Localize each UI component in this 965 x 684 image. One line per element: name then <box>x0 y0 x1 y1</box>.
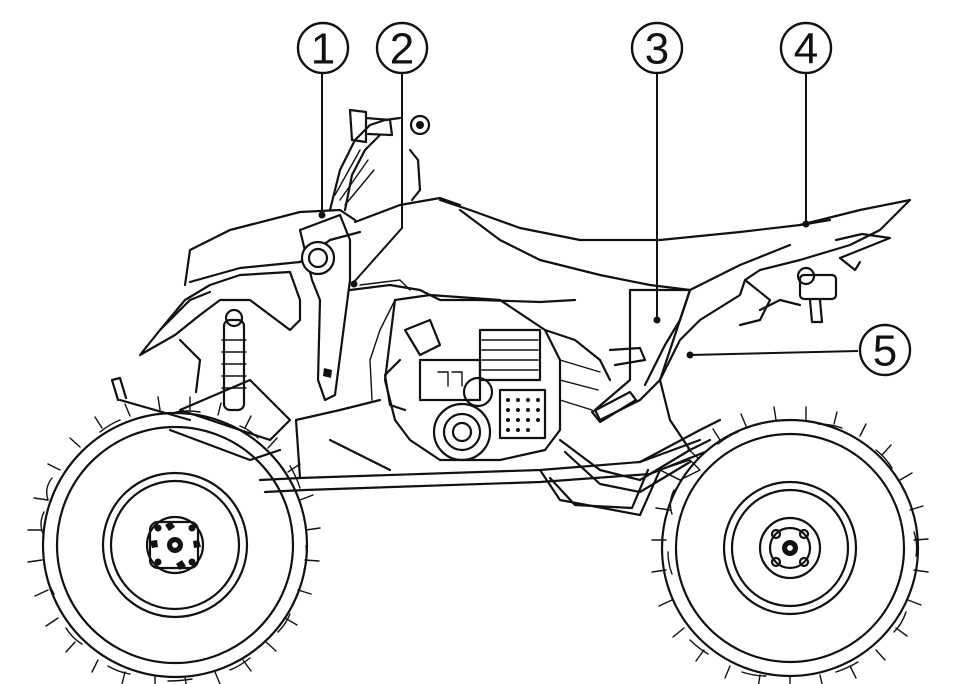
callout-3-circle <box>630 21 684 75</box>
rear-wheel <box>651 406 929 684</box>
rear-hub <box>768 526 812 570</box>
chassis-frame <box>258 398 722 517</box>
engine-grille <box>506 398 540 432</box>
rear-side-panel <box>590 288 692 424</box>
callout-2-label: 2 <box>390 25 414 74</box>
front-suspension <box>110 308 292 462</box>
callout-5: 5 <box>858 323 912 377</box>
callout-5-label: 5 <box>873 327 897 376</box>
front-fender <box>138 208 362 357</box>
rear-shock <box>558 378 712 494</box>
callout-4: 4 <box>779 21 833 75</box>
callout-1: 1 <box>296 21 350 75</box>
rear-tire-tread <box>651 406 929 684</box>
callout-2-circle <box>375 21 429 75</box>
front-wheel <box>27 396 321 684</box>
callout-1-circle <box>296 21 350 75</box>
callout-1-label: 1 <box>311 25 335 74</box>
callout-3: 3 <box>630 21 684 75</box>
callout-3-label: 3 <box>645 25 669 74</box>
callout-5-circle <box>858 323 912 377</box>
fuel-tank <box>348 196 577 304</box>
front-hub <box>148 520 201 570</box>
front-side-panel <box>298 213 352 402</box>
callout-2: 2 <box>375 21 429 75</box>
callout-leaders <box>318 72 859 359</box>
engine <box>369 293 647 462</box>
callout-4-label: 4 <box>794 25 818 74</box>
seat <box>438 198 832 292</box>
handlebars <box>328 108 431 212</box>
callout-4-circle <box>779 21 833 75</box>
